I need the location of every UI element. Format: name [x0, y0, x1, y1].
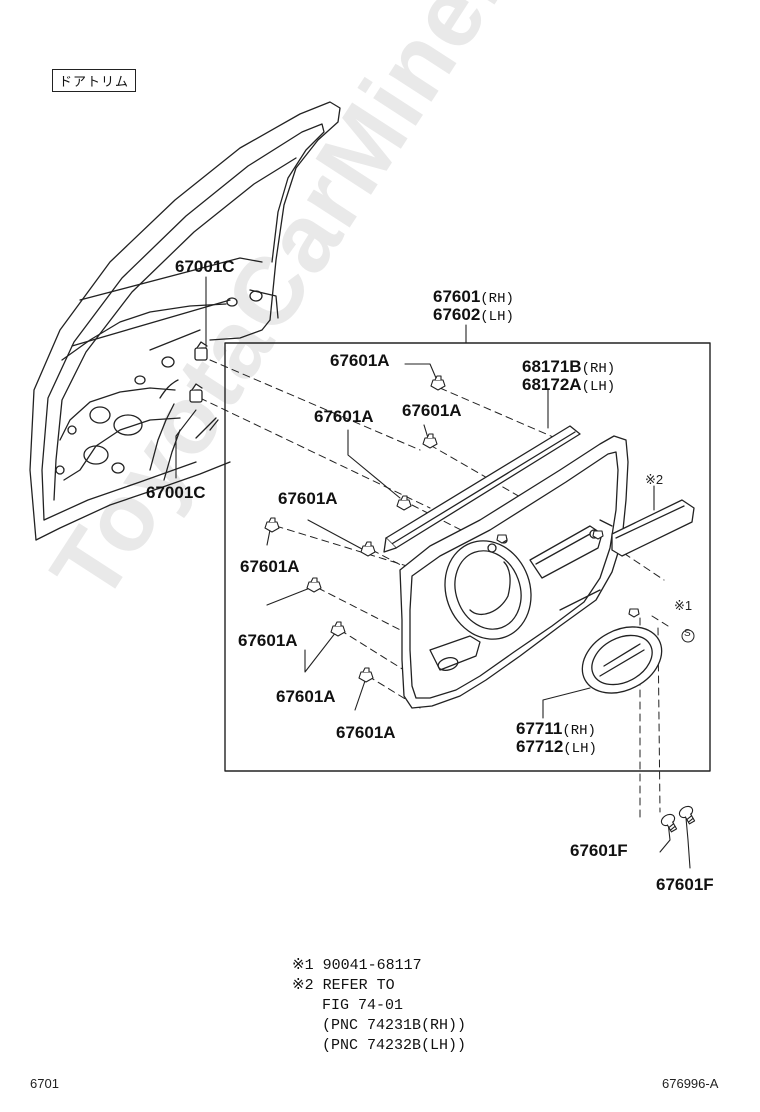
note-2-line4: (PNC 74232B(LH)) [322, 1037, 467, 1054]
weatherstrip [383, 425, 581, 553]
label-screw-right: 67601F [656, 875, 714, 894]
footer-left-code: 6701 [30, 1076, 59, 1091]
bezel-rh-side: (RH) [562, 723, 596, 739]
label-board-rh: 67601(RH) [433, 288, 514, 308]
ref-mark-1: ※1 [674, 598, 693, 613]
weatherstrip-lh-number: 68172A [522, 375, 582, 394]
label-fastener-7: 67601A [276, 687, 336, 706]
note-1: ※1 90041-68117 [292, 956, 466, 976]
door-trim-board [399, 435, 629, 709]
label-fastener-1: 67601A [330, 351, 390, 370]
label-fastener-8: 67601A [336, 723, 396, 742]
board-lh-number: 67602 [433, 305, 481, 324]
note-2-line3: (PNC 74231B(RH)) [322, 1017, 467, 1034]
weatherstrip-rh-side: (RH) [581, 361, 616, 377]
board-rh-number: 67601 [433, 287, 481, 306]
leader-lines [175, 276, 691, 869]
note-2-mark: ※2 [292, 977, 314, 994]
screw-67601f [660, 805, 696, 833]
label-fastener-4: 67601A [278, 489, 338, 508]
clip-67001c [189, 341, 208, 403]
label-fastener-3: 67601A [402, 401, 462, 420]
label-bezel-rh: 67711(RH) [516, 720, 596, 740]
note-1-mark: ※1 [292, 957, 314, 974]
note-2-line2: FIG 74-01 [322, 997, 404, 1014]
armrest-cover [611, 499, 695, 557]
door-inner-details [55, 290, 263, 481]
note-1-text: 90041-68117 [322, 957, 422, 974]
fastener-67601a [264, 375, 640, 683]
inside-handle-bezel [581, 626, 663, 694]
parts-group-frame [224, 342, 711, 772]
ref-mark-s: S [684, 628, 691, 639]
label-board-lh: 67602(LH) [433, 306, 514, 326]
note-2-line1: REFER TO [322, 977, 395, 994]
weatherstrip-lh-side: (LH) [581, 379, 616, 395]
bezel-lh-number: 67712 [516, 737, 564, 756]
footer-right-code: 676996-A [662, 1076, 719, 1091]
label-fastener-6: 67601A [238, 631, 298, 650]
weatherstrip-rh-number: 68171B [522, 357, 582, 376]
board-rh-side: (RH) [480, 291, 514, 307]
label-fastener-2: 67601A [314, 407, 374, 426]
label-clip-upper: 67001C [175, 257, 235, 276]
label-clip-lower: 67001C [146, 483, 206, 502]
note-2: ※2 REFER TO [292, 976, 466, 996]
board-lh-side: (LH) [480, 309, 514, 325]
ref-mark-2: ※2 [645, 472, 664, 487]
notes-block: ※1 90041-68117 ※2 REFER TO FIG 74-01 (PN… [292, 956, 466, 1056]
label-fastener-5: 67601A [240, 557, 300, 576]
label-bezel-lh: 67712(LH) [516, 738, 597, 758]
door-frame-outline [29, 101, 341, 541]
label-weatherstrip-rh: 68171B(RH) [522, 358, 615, 378]
bezel-rh-number: 67711 [516, 719, 563, 738]
label-weatherstrip-lh: 68172A(LH) [522, 376, 615, 396]
ref-mark-circle [681, 629, 695, 643]
label-screw-left: 67601F [570, 841, 628, 860]
section-title: ドアトリム [52, 69, 137, 92]
bezel-lh-side: (LH) [563, 741, 597, 757]
